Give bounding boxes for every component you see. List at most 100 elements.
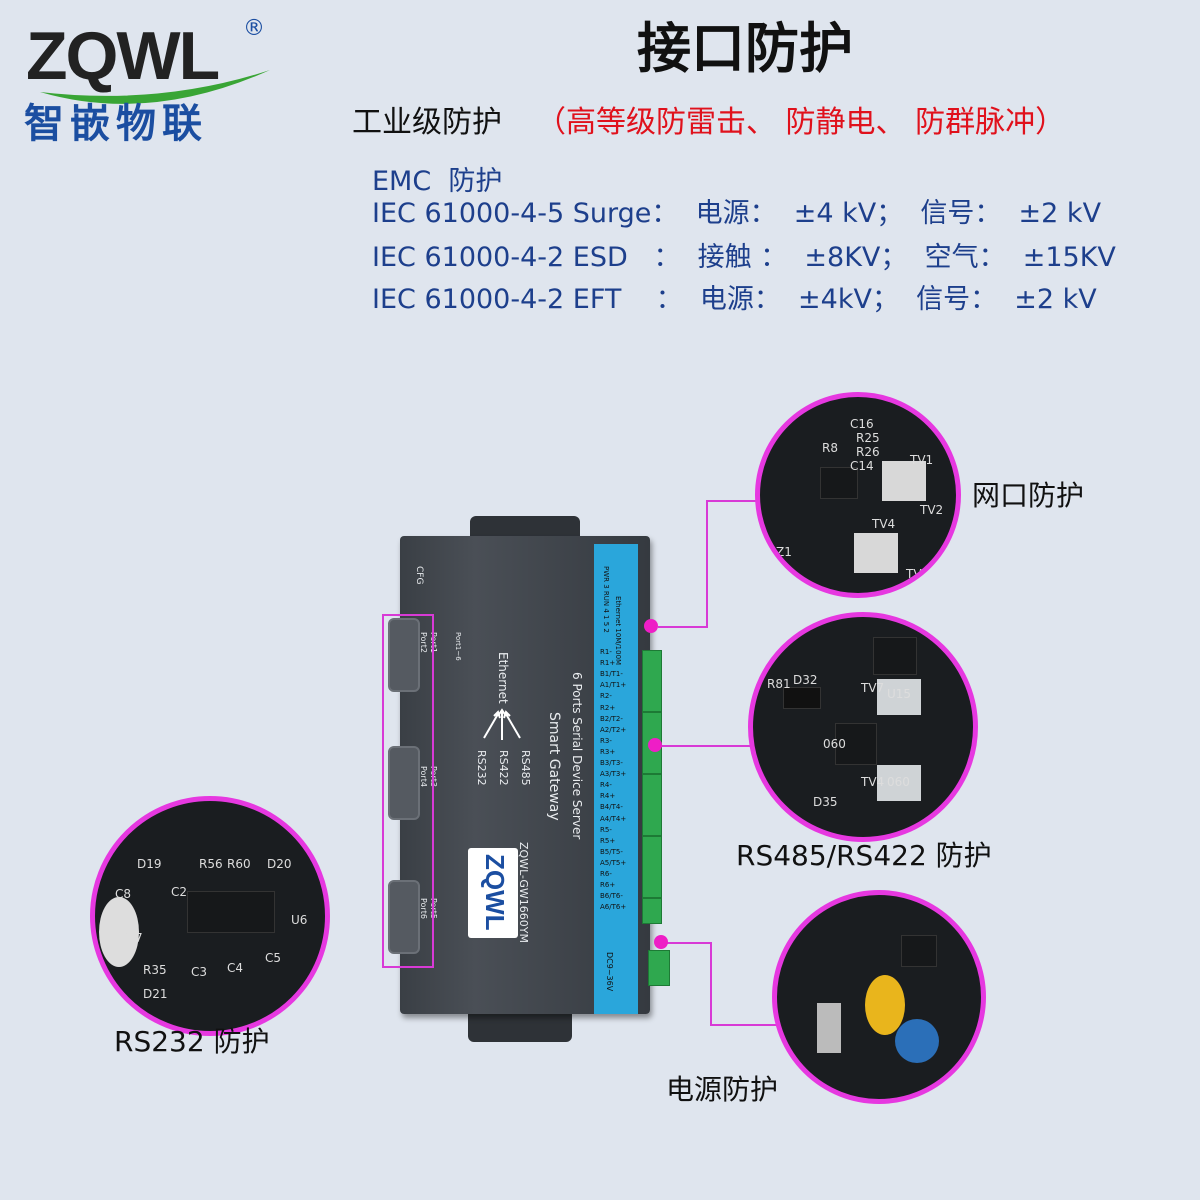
pcb-silk-label: TV2 [920, 503, 944, 517]
capacitor [99, 897, 139, 967]
pcb-silk-label: R56 [199, 857, 223, 871]
spec-line-esd: IEC 61000-4-2 ESD ： 接触 ： ±8KV； 空气： ±15KV [372, 242, 1116, 273]
terminal-pin-label: R5+ [600, 836, 616, 845]
terminal-pin-label: R6+ [600, 881, 616, 890]
pcb-ic-u6 [187, 891, 275, 933]
power-voltage-label: DC9~36V [605, 952, 614, 992]
y-capacitor [895, 1019, 939, 1063]
terminal-strip [594, 544, 638, 1014]
tvs-device-1 [882, 461, 926, 501]
pcb-silk-label: TV4 [861, 775, 885, 789]
pcb-silk-label: D19 [137, 857, 162, 871]
pcb-silk-label: C4 [227, 961, 244, 975]
cfg-label: CFG [414, 566, 424, 585]
rs232-protection-label: RS232 防护 [114, 1025, 270, 1058]
terminal-block-1 [642, 650, 662, 712]
port-range-label: Port1~6 [454, 632, 462, 661]
pcb-silk-label: C8 [115, 887, 132, 901]
network-point-icon [644, 619, 658, 633]
logo-swoosh-icon [40, 70, 270, 104]
terminal-pin-label: B5/T5- [600, 847, 623, 856]
device-name-line1: Smart Gateway [546, 712, 562, 821]
pcb-silk-label: R35 [143, 963, 167, 977]
pcb-silk-label: R8 [822, 441, 838, 455]
rs485-label: RS485 [519, 750, 532, 786]
pcb-ic [820, 467, 858, 499]
logo-wordmark: ZQWL [26, 18, 220, 94]
status-led-labels: PWR 3 RUN 4 1 5 2 [602, 566, 610, 633]
rs422-label: RS422 [497, 750, 510, 786]
power-connector-line [658, 942, 712, 944]
terminal-pin-label: R2- [600, 692, 612, 701]
power-point-icon [654, 935, 668, 949]
terminal-pin-label: B2/T2- [600, 714, 623, 723]
terminal-pin-label: R3- [600, 736, 612, 745]
registered-mark: ® [243, 16, 265, 41]
rs232-label: RS232 [475, 750, 488, 786]
terminal-pin-label: R5- [600, 825, 612, 834]
pcb-ic [873, 637, 917, 675]
spec-line-surge: IEC 61000-4-5 Surge： 电源： ±4 kV； 信号： ±2 k… [372, 198, 1102, 229]
ethernet-label: Ethernet [496, 652, 510, 704]
device-name-line2: 6 Ports Serial Device Server [570, 672, 584, 840]
terminal-pin-label: A4/T4+ [600, 814, 627, 823]
pcb-silk-label: D35 [813, 795, 838, 809]
pcb-silk-label: U2 [933, 813, 950, 827]
terminal-pin-label: R1+ [600, 659, 616, 668]
terminal-pin-label: R1- [600, 648, 612, 656]
spec-line-eft: IEC 61000-4-2 EFT ： 电源： ±4kV； 信号： ±2 kV [372, 284, 1097, 315]
pcb-silk-label: Z1 [776, 545, 792, 559]
db9-port-1-2 [388, 618, 420, 692]
terminal-pin-label: R3+ [600, 747, 616, 756]
subtitle-prefix: 工业级防护 [352, 105, 502, 140]
power-connector-line-h [710, 1024, 776, 1026]
tvs-device-1 [877, 679, 921, 715]
pcb-silk-label: C3 [191, 965, 208, 979]
rs485-protection-label: RS485/RS422 防护 [736, 839, 992, 872]
spec-line-emc: EMC 防护 [372, 166, 503, 197]
pcb-silk-label: U6 [291, 913, 308, 927]
terminal-pin-label: R2+ [600, 703, 616, 712]
ethernet-strip-label: Ethernet 10M/100M [614, 596, 622, 666]
device-logo: ZQWL [468, 848, 518, 938]
subtitle-highlight: （高等级防雷击、 防静电、 防群脉冲） [536, 105, 1066, 140]
power-terminal [648, 950, 670, 986]
pcb-silk-label: D21 [143, 987, 168, 1001]
terminal-pin-label: R4- [600, 781, 612, 790]
terminal-pin-label: A1/T1+ [600, 681, 627, 690]
protocol-arrows-icon [483, 708, 521, 740]
resistor [817, 1003, 841, 1053]
network-protection-label: 网口防护 [972, 479, 1085, 512]
terminal-pin-label: A3/T3+ [600, 770, 627, 779]
varistor [865, 975, 905, 1035]
pcb-silk-label: TV1 [910, 453, 934, 467]
pcb-silk-label: D32 [793, 673, 818, 687]
pcb-silk-label: C16 [850, 417, 874, 431]
terminal-pin-label: B1/T1- [600, 670, 623, 679]
power-protection-closeup [772, 890, 986, 1104]
terminal-pin-label: B3/T3- [600, 759, 623, 767]
page-title: 接口防护 [637, 17, 853, 80]
pcb-silk-label: 060 [887, 775, 910, 789]
pcb-silk-label: TV7 [861, 681, 885, 695]
terminal-pin-label: A6/T6+ [600, 903, 627, 912]
rs232-highlight-box [382, 614, 434, 968]
network-connector-line [658, 626, 708, 628]
pcb-silk-label: D20 [267, 857, 292, 871]
terminal-block-4 [642, 836, 662, 898]
terminal-pin-label: B4/T4- [600, 803, 623, 812]
pcb-silk-label: C27 [119, 931, 143, 945]
rs485-connector-line [658, 745, 750, 747]
network-connector-line-v [706, 500, 708, 628]
protection-subtitle: 工业级防护 （高等级防雷击、 防静电、 防群脉冲） [352, 108, 1065, 138]
pcb-silk-label: 060 [823, 737, 846, 751]
terminal-pin-label: B6/T6- [600, 892, 623, 901]
pcb-silk-label: R81 [767, 677, 791, 691]
pcb-silk-label: C5 [265, 951, 282, 965]
rs485-point-icon [648, 738, 662, 752]
pcb-ic [901, 935, 937, 967]
db9-port-5-6 [388, 880, 420, 954]
